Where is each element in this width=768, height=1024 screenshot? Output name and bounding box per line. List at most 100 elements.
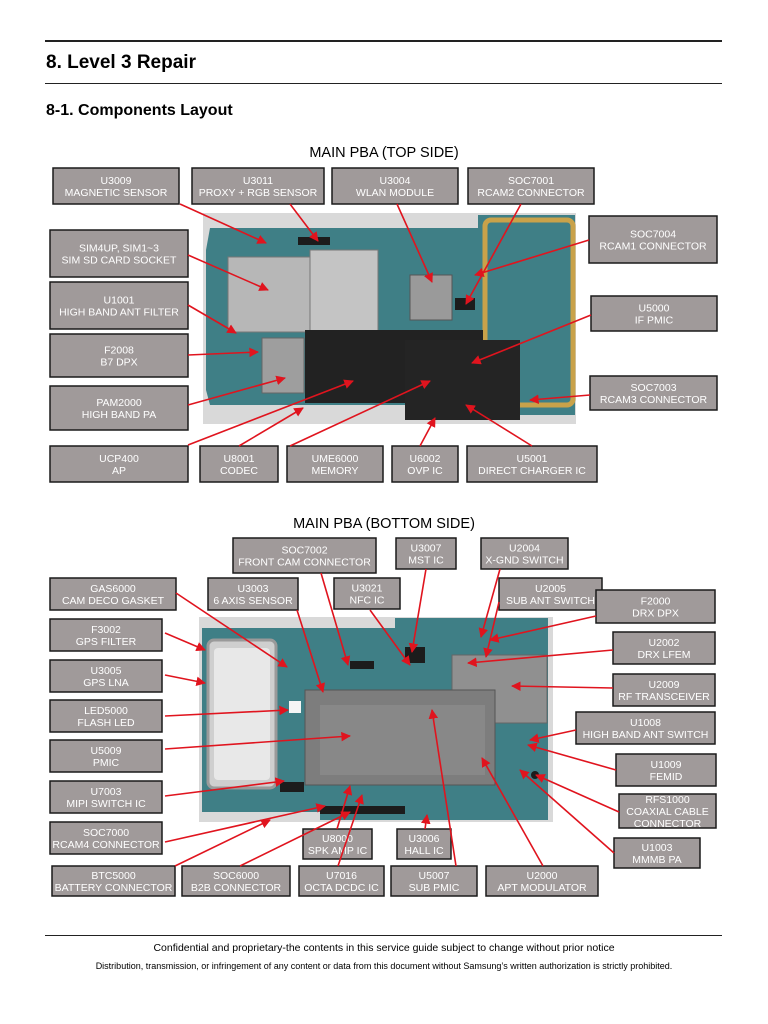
- label-text-u3007-line2: MST IC: [408, 554, 444, 566]
- label-text-u7016-line2: OCTA DCDC IC: [304, 882, 379, 894]
- pointer-arrow-u3011: [289, 203, 319, 242]
- label-text-ume6000-line2: MEMORY: [311, 465, 358, 477]
- label-text-soc7004-line2: RCAM1 CONNECTOR: [599, 240, 707, 252]
- pointer-arrow-u2002: [467, 649, 614, 668]
- pointer-arrow-u5000: [471, 314, 592, 365]
- label-box-bg: [49, 385, 189, 431]
- label-text-u1009-line2: FEMID: [650, 771, 683, 783]
- pointer-arrow-u3009: [179, 203, 267, 244]
- label-box-bg: [49, 780, 163, 814]
- pointer-arrow-ume6000: [289, 380, 431, 447]
- label-box-bg: [52, 167, 180, 205]
- label-text-u2004-line2: X-GND SWITCH: [485, 554, 563, 566]
- label-text-u3011-line2: PROXY + RGB SENSOR: [199, 187, 318, 199]
- label-box-bg: [49, 739, 163, 773]
- label-text-ucp400-line1: UCP400: [99, 453, 139, 465]
- label-text-f2008-line1: F2008: [104, 344, 134, 356]
- label-box-bg: [49, 333, 189, 378]
- label-text-u1003-line1: U1003: [642, 842, 673, 854]
- label-text-u3021-line2: NFC IC: [350, 594, 385, 606]
- label-box-bg: [575, 711, 716, 745]
- pointer-arrow-soc7002: [320, 572, 351, 666]
- pointer-arrow-u3004: [396, 203, 433, 283]
- label-text-u1008-line1: U1008: [630, 717, 661, 729]
- footer-confidential-notice: Confidential and proprietary-the content…: [153, 942, 615, 954]
- label-box-bg: [191, 167, 325, 205]
- pointer-arrow-u6002: [419, 417, 436, 447]
- label-text-u3007-line1: U3007: [411, 542, 442, 554]
- label-text-f2008-line2: B7 DPX: [100, 356, 137, 368]
- label-text-u8000-line2: SPK AMP IC: [308, 845, 368, 857]
- pointer-arrow-u3006: [421, 814, 431, 830]
- label-box-bg: [181, 865, 291, 897]
- label-box-bg: [467, 167, 595, 205]
- label-box-bg: [199, 445, 279, 483]
- label-box-bg: [49, 577, 177, 611]
- label-box-bg: [480, 537, 569, 570]
- pointer-arrow-f3002: [164, 632, 206, 652]
- label-box-bg: [485, 865, 599, 897]
- label-text-u5007-line1: U5007: [419, 870, 450, 882]
- label-text-u7016-line1: U7016: [326, 870, 357, 882]
- label-text-sim-line2: SIM SD CARD SOCKET: [62, 254, 178, 266]
- label-text-u1001-line1: U1001: [104, 294, 135, 306]
- label-text-u2009-line1: U2009: [649, 679, 680, 691]
- pointer-arrow-soc6000: [239, 811, 351, 867]
- label-box-bg: [590, 295, 718, 332]
- pointer-arrow-u8001: [238, 407, 304, 447]
- subsection-title: 8-1. Components Layout: [46, 102, 233, 119]
- pointer-arrow-u7016: [337, 794, 364, 867]
- label-text-pam2000-line2: HIGH BAND PA: [82, 409, 156, 421]
- label-text-btc5000-line1: BTC5000: [91, 870, 136, 882]
- pointer-arrow-gas6000: [175, 592, 288, 668]
- label-text-soc7003-line1: SOC7003: [630, 382, 676, 394]
- label-text-pam2000-line1: PAM2000: [96, 397, 141, 409]
- label-text-u2002-line2: DRX LFEM: [637, 649, 690, 661]
- bottom-diagram-title: MAIN PBA (BOTTOM SIDE): [293, 516, 475, 532]
- label-text-rfs1000-line1: RFS1000: [645, 794, 690, 806]
- label-text-u5000-line2: IF PMIC: [635, 314, 674, 326]
- pointer-arrow-u2005: [483, 601, 500, 658]
- pointer-arrow-u3021: [369, 609, 411, 666]
- label-text-u3009-line2: MAGNETIC SENSOR: [65, 187, 168, 199]
- label-box-bg: [466, 445, 598, 483]
- section-title: 8. Level 3 Repair: [46, 52, 196, 73]
- label-text-soc7002-line1: SOC7002: [281, 544, 327, 556]
- label-text-soc7004-line1: SOC7004: [630, 228, 676, 240]
- label-box-bg: [298, 865, 385, 897]
- label-box-bg: [49, 659, 163, 693]
- label-box-bg: [615, 753, 717, 787]
- label-text-u1008-line2: HIGH BAND ANT SWITCH: [583, 729, 709, 741]
- top-rule: [45, 40, 722, 42]
- label-text-sim-line1: SIM4UP, SIM1~3: [79, 242, 159, 254]
- pointer-arrow-u2000: [481, 757, 544, 867]
- label-text-soc7002-line2: FRONT CAM CONNECTOR: [238, 556, 371, 568]
- label-box-bg: [595, 589, 716, 624]
- label-text-u5001-line2: DIRECT CHARGER IC: [478, 465, 586, 477]
- title-underline: [45, 83, 722, 84]
- label-text-soc7001-line1: SOC7001: [508, 175, 554, 187]
- pointer-arrow-soc7000: [164, 803, 326, 843]
- label-text-btc5000-line2: BATTERY CONNECTOR: [55, 882, 173, 894]
- pointer-arrow-u2004: [478, 568, 501, 638]
- label-text-u2004-line1: U2004: [509, 542, 540, 554]
- pointer-arrow-u2009: [511, 681, 614, 691]
- label-text-u2009-line2: RF TRANSCEIVER: [618, 691, 710, 703]
- label-text-u8001-line2: CODEC: [220, 465, 258, 477]
- label-text-u5009-line1: U5009: [91, 745, 122, 757]
